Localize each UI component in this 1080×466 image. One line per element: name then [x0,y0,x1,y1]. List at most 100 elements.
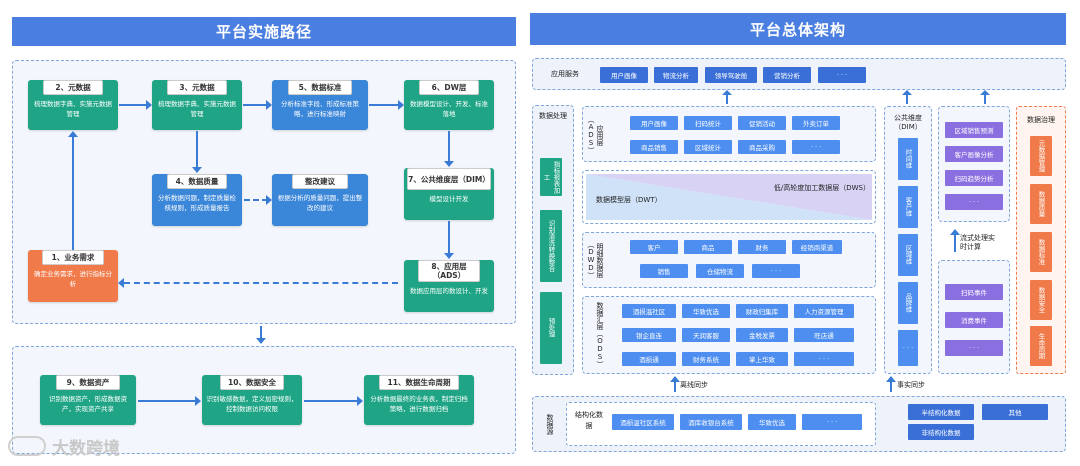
source-item: 酒库收银台系统 [680,414,742,430]
node-body: 梳理数据字典、实施元数据管理 [158,100,236,118]
arrow-head [68,131,78,137]
app-logistics: 物流分析 [654,67,698,83]
ods-item: 掌上华致 [736,352,788,366]
node-body: 分析标准字段、形成标准策略，进行标准映射 [281,100,359,118]
dwd-label: 明细数据层（DWD） [587,241,604,279]
app-service-label: 应用服务 [551,70,579,78]
node-dw-layer: 6、DW层 数据模型设计、开发、标准落地 [404,80,494,130]
dim-label: 公共维度（DIM） [894,114,922,131]
dwd-item: 经销商渠道 [792,240,842,254]
ods-item: 银企直连 [622,328,676,342]
node-data-lifecycle: 11、数据生命周期 分析数据最终的业务表，制定归档策略，进行数据归档 [364,375,474,425]
app-cockpit: 领导驾驶舱 [705,67,757,83]
watermark-logo: 大数跨境 [8,432,138,460]
node-data-security: 10、数据安全 识别敏感数据，定义加密规则，控制数据访问权限 [202,375,302,425]
ads-item: 外卖订单 [792,116,840,130]
ods-item: 人力资源管理 [794,304,854,318]
node-title: 3、元数据 [167,80,227,95]
arrow-head [722,90,732,95]
arrow-head [192,167,202,173]
offline-sync-label: 离线同步 [680,381,708,389]
realtime-sync-arrow [890,380,892,392]
source-label: 数据源 [546,413,554,435]
dwd-item: · · · [752,264,800,278]
arrow-head [357,396,363,406]
ads-item: 区域统计 [684,140,732,154]
region-item: 区域销售预测 [945,122,1003,138]
app-arrow-mid [906,94,908,104]
dwt-triangle [586,174,872,220]
app-marketing: 营销分析 [763,67,811,83]
ods-item: 华致优选 [682,304,730,318]
gov-item: 数据安全 [1030,280,1052,320]
arrow-3-4 [196,131,198,169]
offline-sync-arrow [674,380,676,392]
node-rectify-suggestion: 整改建议 根据分析的质量问题，提出整改的建议 [272,174,368,226]
dwd-item: 销售 [640,264,688,278]
node-body: 识别数据资产，形成数据资产，实现资产共享 [49,395,127,413]
arrow-head [902,90,912,95]
source-item: · · · [802,414,862,430]
node-body: 梳理数据字典、实施元数据管理 [34,100,112,118]
node-ads-layer: 8、应用层（ADS） 数据应用层的数设计、开发 [404,260,494,312]
arrow-5-6 [369,104,399,106]
node-dim-layer: 7、公共维度层（DIM） 模型设计开发 [404,168,494,220]
watermark-icon [8,436,46,456]
arrow-3-5 [243,104,267,106]
ods-item: 金税发票 [736,328,788,342]
node-business-requirement: 1、业务需求 确定业务需求，进行指标分析 [28,250,118,302]
node-title: 4、数据质量 [167,174,227,189]
node-body: 根据分析的质量问题，提出整改的建议 [277,194,363,212]
left-title-bar: 平台实施路径 [12,17,516,46]
arrow-9-10 [138,400,196,402]
node-body: 确定业务需求，进行指标分析 [34,270,112,288]
node-data-quality: 4、数据质量 分析数据问题，制定质量检核规则，形成质量报告 [152,174,242,226]
arrow-head [444,161,454,167]
ods-item: · · · [794,352,854,366]
dim-item: · · · [898,330,918,366]
node-metadata-2: 2、元数据 梳理数据字典、实施元数据管理 [28,80,118,130]
semi-structured: 半结构化数据 [908,404,974,420]
proc-cleanse: 识别清洗转换整合 [540,210,562,282]
right-title-bar: 平台总体架构 [530,13,1066,45]
gov-item: 数据质量 [1030,184,1052,224]
app-user-profile: 用户画像 [600,67,648,83]
source-item: 华致优选 [748,414,796,430]
node-title: 8、应用层（ADS） [418,260,480,282]
other-source: 其他 [982,404,1048,420]
arrow-2-3 [119,104,147,106]
ods-label: 数据汇层（ODS） [596,302,604,368]
app-service-row [532,58,1066,90]
ads-item: 商品采购 [738,140,786,154]
ods-item: 酒损温社区 [622,304,676,318]
app-arrow-right [984,94,986,104]
node-body: 模型设计开发 [429,195,469,203]
stream-label: 流式处理实时计算 [960,234,995,251]
node-title: 1、业务需求 [42,250,104,265]
dws-label: 低/高轮度加工数据层（DWS） [773,184,870,192]
node-body: 数据模型设计、开发、标准落地 [410,100,488,118]
arrow-8-1 [124,282,398,284]
section-arrow-head [256,338,266,344]
ods-item: 财政归集库 [736,304,788,318]
arrow-head [398,100,404,110]
arrow-head [444,253,454,259]
ods-item: 天润客服 [682,328,730,342]
node-data-standard: 5、数据标准 分析标准字段、形成标准策略，进行标准映射 [272,80,368,130]
left-title: 平台实施路径 [215,23,312,41]
region-item: 客户画像分析 [945,146,1003,162]
gov-item: 数据标准 [1030,232,1052,272]
arrow-head [980,90,990,95]
ods-item: 财务系统 [682,352,730,366]
arrow-head [670,376,680,382]
source-item: 酒损温社区系统 [612,414,674,430]
arrow-7-8 [448,221,450,255]
node-body: 数据应用层的数设计、开发 [410,287,488,295]
realtime-sync-label: 事实同步 [897,381,925,389]
arrow-4-rectify [244,199,268,201]
arrow-6-7 [448,131,450,163]
node-title: 整改建议 [292,174,348,189]
arrow-head [118,278,124,288]
proc-preprocess: 预处理 [540,292,562,364]
ads-item: 扫码统计 [684,116,732,130]
